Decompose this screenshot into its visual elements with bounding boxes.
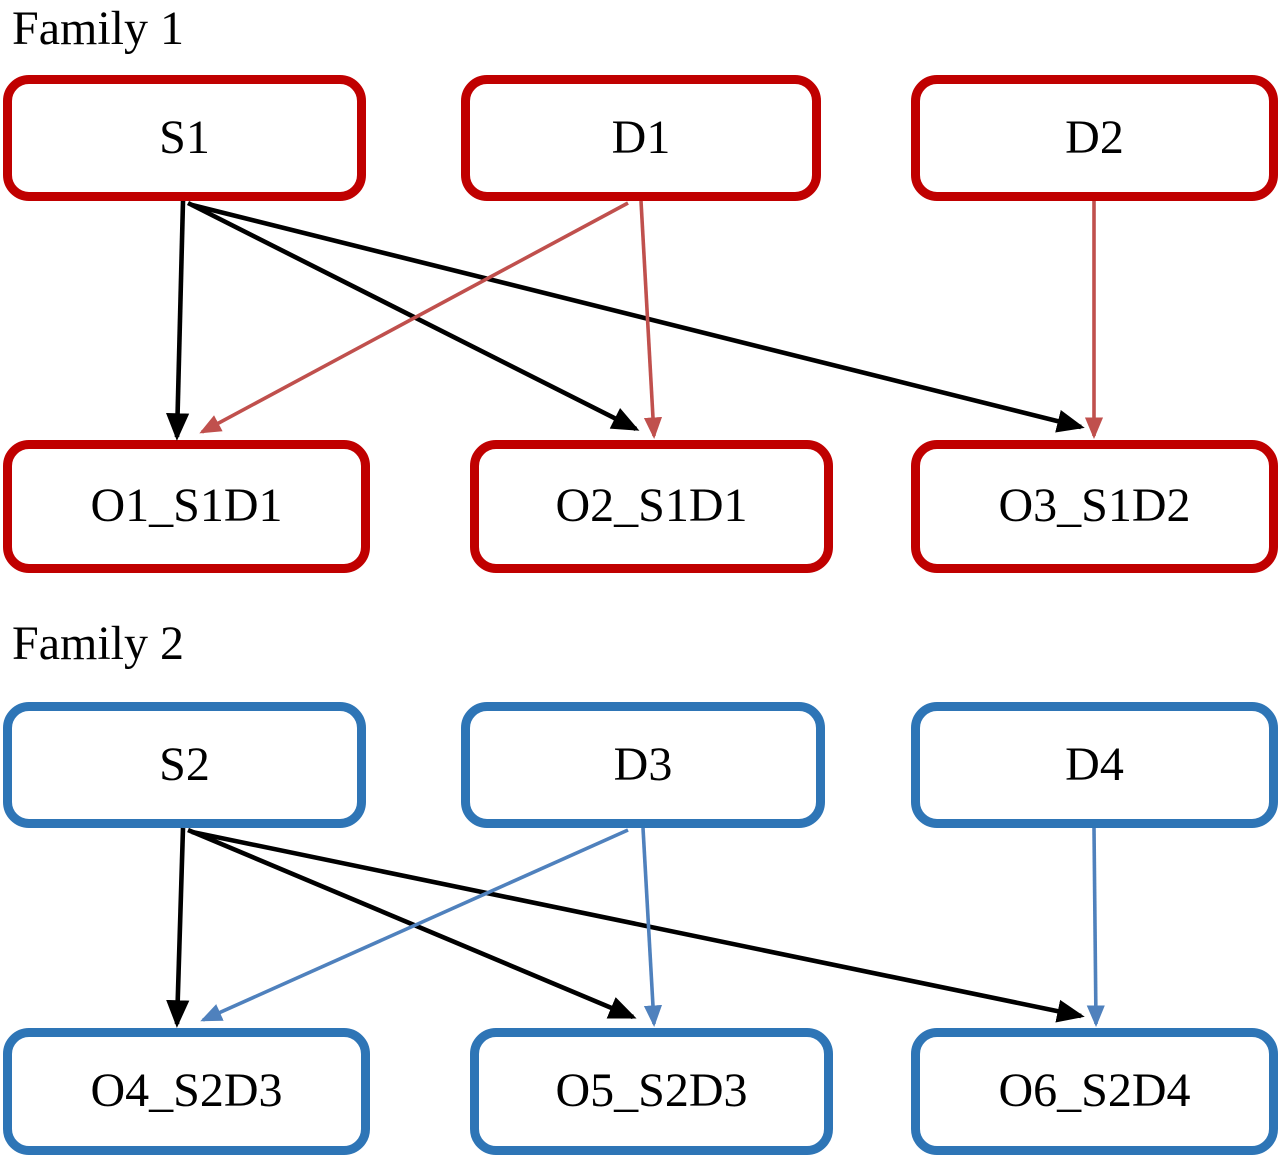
- node-s1-label: S1: [159, 110, 210, 164]
- node-d3: D3: [461, 702, 825, 828]
- edge-S2-O5: [187, 827, 637, 1020]
- edge-S2-O4: [166, 827, 190, 1028]
- edge-D3-O4: [200, 828, 629, 1022]
- node-o6-label: O6_S2D4: [998, 1064, 1191, 1118]
- node-o5-label: O5_S2D3: [555, 1064, 748, 1118]
- node-d2-label: D2: [1065, 110, 1124, 164]
- node-o1-label: O1_S1D1: [90, 479, 283, 533]
- edge-S2-O6: [191, 829, 1085, 1023]
- node-d4: D4: [911, 702, 1278, 828]
- node-d4-label: D4: [1065, 737, 1124, 791]
- node-o4-s2d3: O4_S2D3: [3, 1028, 370, 1155]
- node-d1-label: D1: [611, 110, 671, 164]
- node-s2: S2: [3, 702, 366, 828]
- node-d3-label: D3: [613, 737, 673, 791]
- edge-D3-O5: [641, 827, 663, 1028]
- node-s2-label: S2: [159, 737, 210, 791]
- edge-S1-O3: [191, 202, 1085, 433]
- edge-D4-O6: [1086, 827, 1105, 1028]
- node-s1: S1: [3, 75, 366, 201]
- edge-S1-O1: [166, 200, 190, 441]
- edge-S1-O2: [186, 200, 640, 432]
- edge-D1-O1: [199, 201, 629, 434]
- family-1-label: Family 1: [12, 2, 185, 55]
- node-o2-s1d1: O2_S1D1: [470, 440, 833, 573]
- family-2-label: Family 2: [12, 617, 185, 670]
- edge-group: [166, 200, 1105, 1028]
- node-d2: D2: [911, 75, 1278, 201]
- node-o2-label: O2_S1D1: [555, 479, 748, 533]
- node-o3-s1d2: O3_S1D2: [911, 440, 1278, 573]
- node-o4-label: O4_S2D3: [90, 1064, 283, 1118]
- node-o6-s2d4: O6_S2D4: [911, 1028, 1278, 1155]
- node-o1-s1d1: O1_S1D1: [3, 440, 370, 573]
- edge-D1-O2: [639, 200, 663, 440]
- node-d1: D1: [461, 75, 821, 201]
- node-o3-label: O3_S1D2: [998, 479, 1191, 533]
- node-o5-s2d3: O5_S2D3: [470, 1028, 833, 1155]
